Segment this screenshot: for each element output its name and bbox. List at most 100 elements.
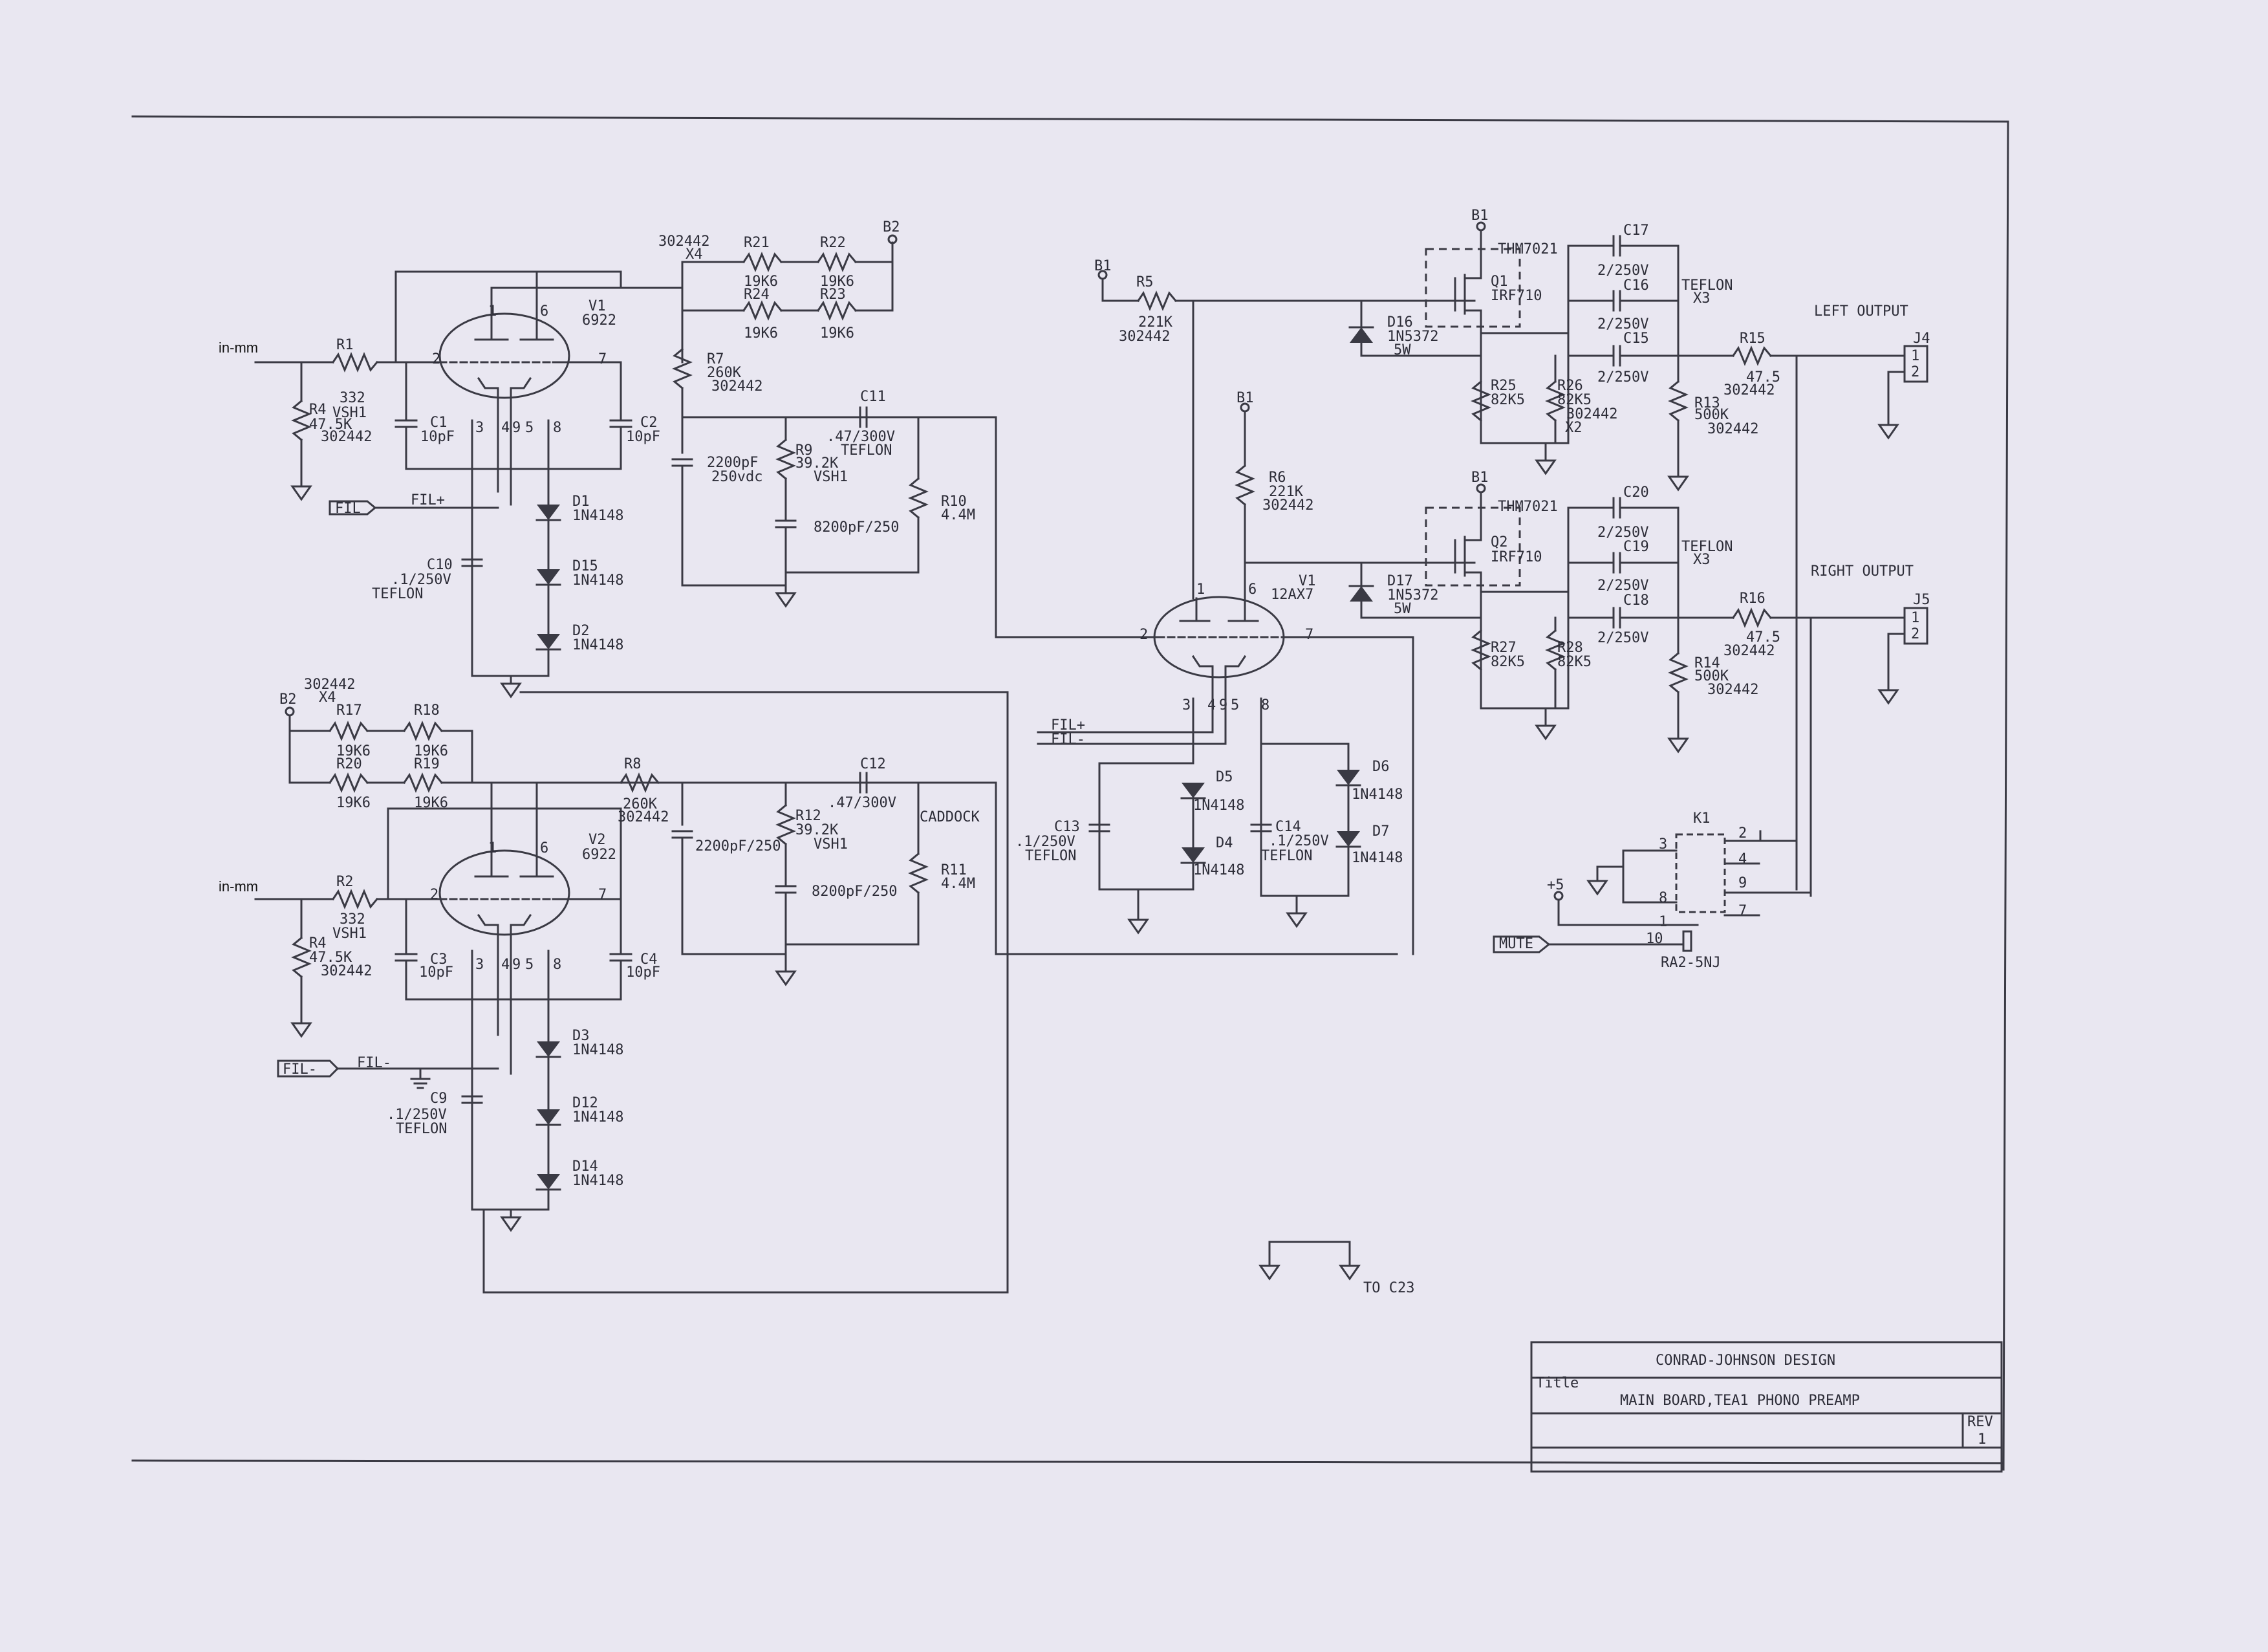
teflon-top: TEFLON: [1681, 277, 1733, 294]
r14-spec: 302442: [1707, 682, 1758, 698]
k1-pin4: 4: [1738, 851, 1747, 867]
r26-val: 82K5: [1557, 392, 1592, 408]
c3-val: 10pF: [419, 964, 453, 981]
v1mid-ref: V1: [1299, 573, 1316, 589]
r9-ref: R9: [795, 442, 813, 459]
r25-ref: R25: [1491, 378, 1517, 394]
input-label-bottom: in-mm: [219, 878, 258, 895]
k1-ref: K1: [1693, 810, 1711, 827]
v1-pin7: 7: [598, 351, 607, 367]
d16-ref: D16: [1387, 314, 1413, 331]
v1-pin3: 3: [475, 420, 484, 436]
r28-val: 82K5: [1557, 654, 1592, 670]
r18-val: 19K6: [414, 743, 448, 759]
fil-box-bottom: FIL-: [283, 1061, 317, 1078]
mute-relay: K1 3 2 4 8 9 7 1 10 +5 MUTE RA2-5NJ: [1493, 810, 1812, 971]
r19-ref: R19: [414, 756, 440, 772]
v1-pin5: 5: [525, 420, 534, 436]
d16-val: 1N5372: [1387, 329, 1438, 345]
k1-pin9: 9: [1738, 875, 1747, 891]
r16-ref: R16: [1740, 591, 1766, 607]
c7-val2: 250vdc: [711, 469, 762, 485]
r2-spec: VSH1: [332, 926, 367, 942]
d12-ref: D12: [572, 1095, 598, 1111]
d7-ref: D7: [1372, 823, 1390, 840]
caddock-note: CADDOCK: [920, 809, 980, 825]
v1mid-pin5: 5: [1231, 697, 1239, 713]
c20-ref: C20: [1623, 484, 1649, 501]
r24-val: 19K6: [744, 325, 778, 342]
c15-val: 2/250V: [1597, 369, 1648, 386]
c20-val: 2/250V: [1597, 525, 1648, 541]
c19-val: 2/250V: [1597, 578, 1648, 594]
d6-ref: D6: [1372, 759, 1390, 775]
c10-ref: C10: [427, 557, 453, 573]
x3-top: X3: [1693, 290, 1711, 307]
x4-bot-spec: 302442: [304, 677, 355, 693]
r27-ref: R27: [1491, 640, 1517, 656]
j5-pin1: 1: [1911, 610, 1919, 626]
b1-q1: B1: [1471, 208, 1489, 224]
input-label-top: in-mm: [219, 340, 258, 356]
r15-spec: 302442: [1723, 382, 1775, 398]
c13-val: .1/250V: [1015, 834, 1075, 850]
r22-val: 19K6: [820, 274, 854, 290]
v1-pin4: 4: [501, 420, 510, 436]
stage-v1-12ax7: B1 R5 221K 302442 B1 R6 221K 302442 V1 1…: [1015, 258, 1476, 1296]
d5-val: 1N4148: [1193, 798, 1244, 814]
r2-val: 332: [340, 911, 365, 928]
v1-pin8: 8: [553, 420, 561, 436]
sheet-border: [131, 115, 2009, 1471]
q1-ref: Q1: [1491, 274, 1508, 290]
r4b-spec: 302442: [321, 963, 372, 979]
r1-val: 332: [340, 390, 365, 406]
r4b-ref: R4: [309, 935, 327, 951]
r13-spec: 302442: [1707, 421, 1758, 437]
r6-val: 221K: [1269, 484, 1304, 500]
c4-val: 10pF: [626, 964, 660, 981]
v1-pin6: 6: [540, 303, 548, 320]
c8-val: 2200pF/250: [695, 838, 781, 854]
c16-val: 2/250V: [1597, 316, 1648, 332]
r4a-val: 47.5K: [309, 417, 352, 433]
r12-val: 39.2K: [795, 822, 839, 838]
r15-val: 47.5: [1746, 369, 1780, 386]
v2-pin2: 2: [430, 887, 438, 903]
r23-val: 19K6: [820, 325, 854, 342]
r24-ref: R24: [744, 287, 770, 303]
fil-plus-top: FIL+: [411, 492, 445, 508]
r13-ref: R13: [1694, 395, 1720, 411]
c15-ref: C15: [1623, 331, 1649, 347]
k1-pin8: 8: [1659, 890, 1667, 906]
d12-val: 1N4148: [572, 1109, 623, 1125]
v1-ref: V1: [589, 298, 606, 314]
j5-ref: J5: [1913, 592, 1930, 608]
fil-minus-bottom: FIL-: [357, 1055, 391, 1071]
r20-ref: R20: [336, 756, 362, 772]
b1-r5: B1: [1094, 258, 1112, 274]
fil-minus-mid: FIL-: [1051, 732, 1085, 748]
x4-bot-qty: X4: [319, 690, 336, 706]
j4-ref: J4: [1913, 331, 1930, 347]
r4a-ref: R4: [309, 402, 327, 418]
c9-type: TEFLON: [396, 1121, 447, 1137]
r21-val: 19K6: [744, 274, 778, 290]
x3-bottom: X3: [1693, 552, 1711, 568]
v1-pin2: 2: [432, 351, 440, 367]
r18-ref: R18: [414, 702, 440, 719]
c9-val: .1/250V: [387, 1107, 447, 1123]
d6-val: 1N4148: [1352, 787, 1403, 803]
c11-ref: C11: [860, 389, 886, 405]
title-block-rev: 1: [1978, 1431, 1986, 1448]
v2-pin1: 1: [488, 840, 497, 856]
d17-val: 1N5372: [1387, 587, 1438, 603]
left-output-label: LEFT OUTPUT: [1814, 303, 1908, 320]
d4-ref: D4: [1216, 835, 1233, 851]
k1-part: RA2-5NJ: [1661, 955, 1721, 971]
v2-type: 6922: [582, 847, 616, 863]
j4-pin1: 1: [1911, 348, 1919, 364]
j4-pin2: 2: [1911, 364, 1919, 380]
r1-spec: VSH1: [332, 405, 367, 421]
r28-ref: R28: [1557, 640, 1583, 656]
